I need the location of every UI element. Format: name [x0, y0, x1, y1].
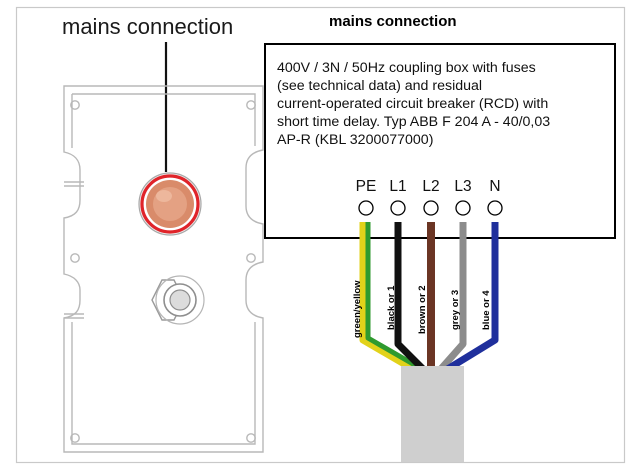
wire-label-l1: black or 1: [386, 285, 397, 330]
wire-label-l2: brown or 2: [417, 285, 428, 334]
right-caption: mains connection: [329, 13, 457, 30]
left-caption: mains connection: [62, 14, 233, 39]
hex-nut: [151, 275, 205, 325]
description-line-5: AP-R (KBL 3200077000): [277, 132, 433, 148]
wires: [359, 222, 499, 376]
terminals: [358, 200, 503, 216]
wire-label-n: blue or 4: [481, 290, 492, 330]
wire-l3: [437, 222, 467, 373]
coupling-box: [264, 43, 616, 239]
mains-connector: [138, 172, 202, 236]
terminal-n: [487, 200, 503, 216]
terminal-label-l2: L2: [422, 178, 439, 195]
terminal-pe: [358, 200, 374, 216]
wire-n: [444, 222, 499, 373]
terminal-label-l3: L3: [454, 178, 471, 195]
description-line-2: (see technical data) and residual: [277, 78, 482, 94]
terminal-l3: [455, 200, 471, 216]
wire-label-l3: grey or 3: [450, 290, 461, 330]
cable-sheath: [401, 366, 464, 462]
description-line-4: short time delay. Typ ABB F 204 A - 40/0…: [277, 114, 550, 130]
wire-l1: [394, 222, 427, 373]
terminal-label-n: N: [489, 178, 500, 195]
wire-pe: [359, 222, 422, 376]
terminal-label-l1: L1: [389, 178, 406, 195]
terminal-l2: [423, 200, 439, 216]
wire-label-pe: green/yellow: [352, 280, 363, 338]
description-line-3: current-operated circuit breaker (RCD) w…: [277, 96, 548, 112]
mounting-plate: [63, 85, 264, 453]
terminal-l1: [390, 200, 406, 216]
terminal-label-pe: PE: [356, 178, 377, 195]
description-line-1: 400V / 3N / 50Hz coupling box with fuses: [277, 60, 536, 76]
